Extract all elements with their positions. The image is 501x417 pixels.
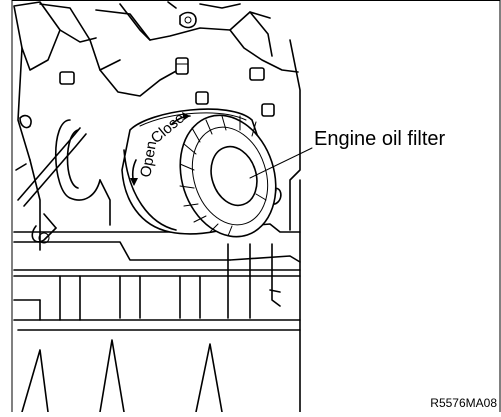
figure-frame <box>11 0 501 413</box>
open-label: Open <box>137 140 160 179</box>
callout-label: Engine oil filter <box>314 128 446 150</box>
rotation-arrows <box>130 112 191 186</box>
callout-leader-line <box>249 147 313 179</box>
figure-code: R5576MA08 <box>430 396 497 410</box>
engine-block-drawing <box>13 1 301 413</box>
oil-filter <box>121 108 277 238</box>
